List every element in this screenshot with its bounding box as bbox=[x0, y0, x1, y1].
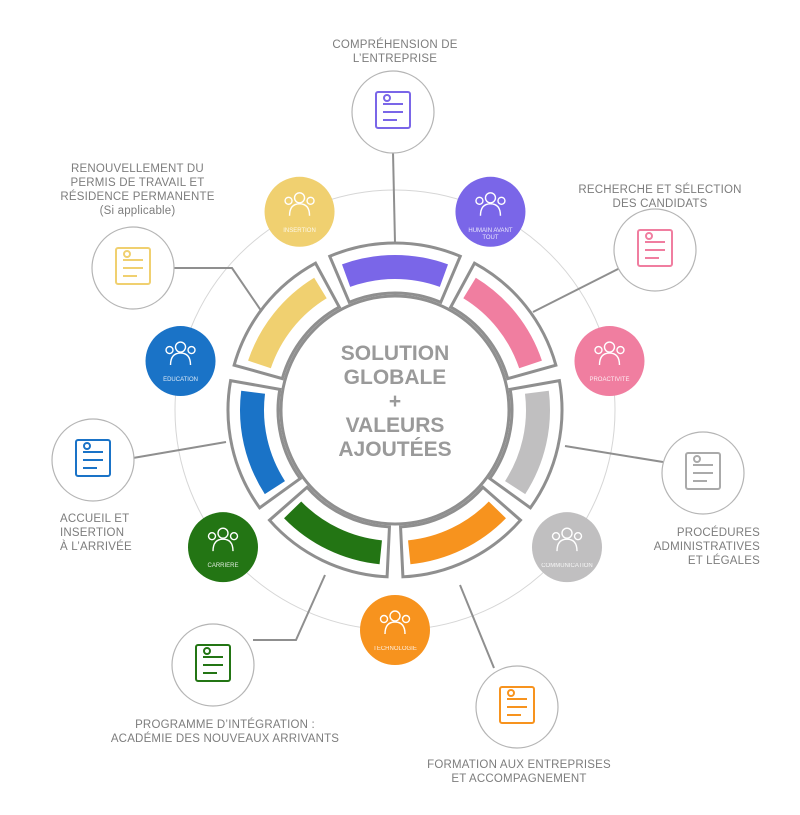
label-procedures: PROCÉDURES ADMINISTRATIVES ET LÉGALES bbox=[620, 526, 760, 568]
label-line: ACCUEIL ET bbox=[60, 513, 130, 525]
label-line: RÉSIDENCE PERMANENTE bbox=[60, 191, 215, 203]
label-line: RECHERCHE ET SÉLECTION bbox=[578, 184, 742, 196]
graduation-globe-icon bbox=[165, 341, 196, 366]
center-title-line: AJOUTÉES bbox=[338, 438, 452, 461]
service-circle-6 bbox=[91, 226, 175, 310]
center-title-line: GLOBALE bbox=[343, 366, 447, 389]
service-circles bbox=[51, 70, 745, 749]
label-line: PROCÉDURES bbox=[676, 527, 760, 539]
team-high-five-icon bbox=[284, 192, 315, 216]
label-line: ET ACCOMPAGNEMENT bbox=[451, 773, 587, 785]
label-recherche: RECHERCHE ET SÉLECTION DES CANDIDATS bbox=[560, 183, 760, 211]
center-title: SOLUTION GLOBALE + VALEURS AJOUTÉES bbox=[305, 342, 485, 462]
connector-comprehension bbox=[392, 151, 396, 244]
segment-purple bbox=[341, 255, 449, 287]
document-search-icon bbox=[637, 229, 673, 267]
value-badge-label: TECHNOLOGIE bbox=[373, 646, 417, 652]
value-badge-circle bbox=[360, 595, 430, 665]
label-line: PERMIS DE TRAVAIL ET bbox=[70, 177, 205, 189]
service-circle-3 bbox=[475, 665, 559, 749]
center-title-line: VALEURS bbox=[345, 414, 445, 437]
value-badge-3: TECHNOLOGIE bbox=[360, 595, 430, 665]
checklist-gear-icon bbox=[499, 686, 535, 724]
presentation-chart-icon bbox=[375, 91, 411, 129]
label-line: ACADÉMIE DES NOUVEAUX ARRIVANTS bbox=[110, 733, 340, 745]
label-formation: FORMATION AUX ENTREPRISES ET ACCOMPAGNEM… bbox=[410, 758, 628, 786]
value-badge-circle bbox=[532, 512, 603, 583]
label-line: (Si applicable) bbox=[99, 205, 176, 217]
label-line: L’ENTREPRISE bbox=[352, 53, 438, 65]
value-badge-label: INSERTION bbox=[283, 228, 316, 234]
value-badge-2: COMMUNICATION bbox=[532, 512, 603, 583]
heart-people-icon bbox=[475, 192, 506, 216]
segment-orange bbox=[408, 501, 506, 565]
label-line: FORMATION AUX ENTREPRISES bbox=[427, 759, 611, 771]
value-badge-circle bbox=[455, 176, 526, 247]
label-programme: PROGRAMME D’INTÉGRATION : ACADÉMIE DES N… bbox=[85, 718, 365, 746]
value-badge-label: CARRIÈRE bbox=[207, 562, 238, 569]
value-badge-circle bbox=[145, 326, 216, 397]
service-circle-1 bbox=[613, 208, 697, 292]
value-badge-circle bbox=[574, 326, 645, 397]
network-people-icon bbox=[551, 527, 583, 552]
service-circle-2 bbox=[661, 431, 745, 515]
segment-pink bbox=[463, 277, 542, 369]
label-line: PROGRAMME D’INTÉGRATION : bbox=[135, 719, 315, 731]
phone-hand-icon bbox=[379, 610, 411, 635]
connector-accueil bbox=[132, 441, 227, 459]
clipboard-gavel-icon bbox=[685, 452, 721, 490]
label-comprehension: COMPRÉHENSION DE L’ENTREPRISE bbox=[300, 38, 490, 66]
label-line: RENOUVELLEMENT DU bbox=[71, 163, 204, 175]
center-title-line: SOLUTION bbox=[340, 342, 450, 365]
connector-programme bbox=[253, 574, 326, 641]
value-badge-5: ÉDUCATION bbox=[145, 326, 216, 397]
value-badge-label: COMMUNICATION bbox=[541, 563, 593, 569]
segment-yellow bbox=[248, 277, 327, 369]
label-line: DES CANDIDATS bbox=[612, 198, 708, 210]
service-circle-0 bbox=[351, 70, 435, 154]
service-circle-4 bbox=[171, 623, 255, 707]
service-circle-5 bbox=[51, 418, 135, 502]
stairs-climb-icon bbox=[207, 527, 239, 552]
segment-gray bbox=[505, 390, 550, 495]
value-badge-label: PROACTIVITÉ bbox=[589, 376, 629, 383]
value-badge-circle bbox=[187, 512, 258, 583]
label-line: ET LÉGALES bbox=[687, 555, 760, 567]
value-badge-circle bbox=[264, 176, 335, 247]
segment-ring bbox=[226, 241, 564, 579]
head-idea-icon bbox=[594, 341, 625, 366]
segment-blue bbox=[240, 390, 285, 495]
connector-procedures bbox=[564, 445, 664, 463]
connector-lines bbox=[132, 151, 664, 669]
value-badge-label: ÉDUCATION bbox=[163, 376, 198, 383]
connector-recherche bbox=[532, 267, 621, 313]
document-sign-icon bbox=[115, 247, 151, 285]
inner-circle bbox=[279, 294, 511, 526]
label-line: COMPRÉHENSION DE bbox=[332, 39, 458, 51]
value-badge-6: INSERTION bbox=[264, 176, 335, 247]
label-accueil: ACCUEIL ET INSERTION À L’ARRIVÉE bbox=[60, 512, 180, 554]
value-badge-1: PROACTIVITÉ bbox=[574, 326, 645, 397]
center-title-plus: + bbox=[388, 390, 402, 413]
welcome-people-icon bbox=[75, 439, 111, 477]
segment-green bbox=[284, 501, 382, 565]
value-badge-4: CARRIÈRE bbox=[187, 512, 258, 583]
teacher-board-icon bbox=[195, 644, 231, 682]
label-line: À L’ARRIVÉE bbox=[60, 541, 132, 553]
value-badge-label: HUMAIN AVANT bbox=[468, 228, 512, 234]
value-badge-label: TOUT bbox=[482, 235, 499, 241]
connector-formation bbox=[459, 584, 495, 669]
connector-renouvellement bbox=[173, 267, 263, 313]
label-renouvellement: RENOUVELLEMENT DU PERMIS DE TRAVAIL ET R… bbox=[50, 162, 225, 218]
label-line: ADMINISTRATIVES bbox=[653, 541, 760, 553]
label-line: INSERTION bbox=[60, 527, 125, 539]
